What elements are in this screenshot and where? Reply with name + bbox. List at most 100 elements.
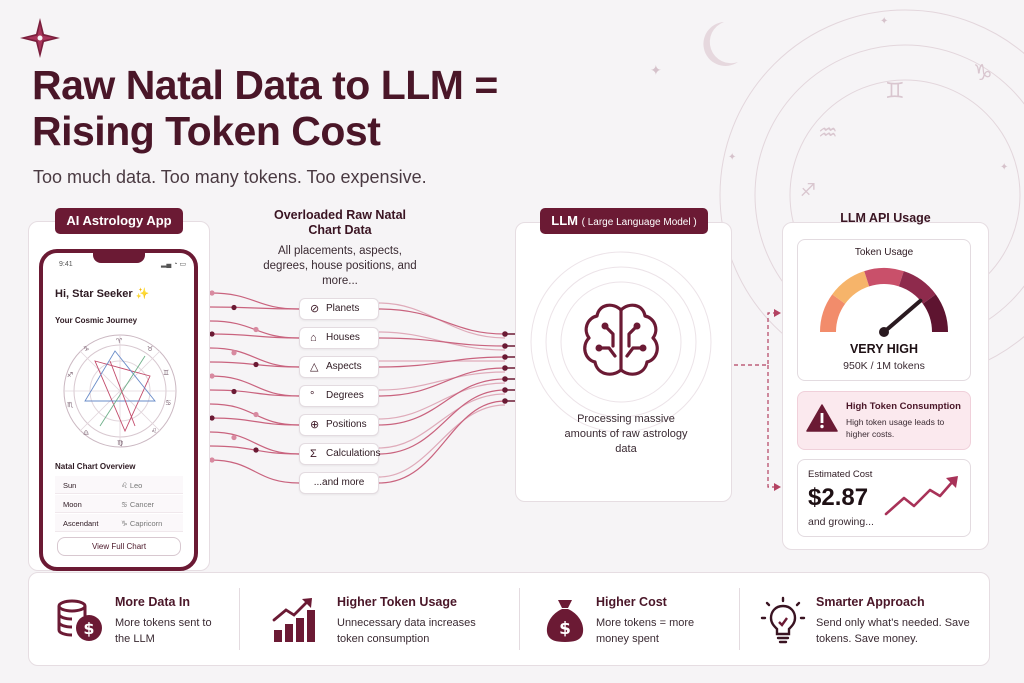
svg-text:✦: ✦: [650, 63, 662, 79]
bottom-title-2: Higher Token Usage: [337, 595, 457, 609]
gauge-segment: [832, 271, 870, 305]
flow-line: [209, 333, 300, 339]
phone-time: 9:41: [59, 261, 73, 268]
svg-text:♈: ♈: [116, 337, 123, 345]
flow-line: [378, 404, 506, 478]
bottom-title-3: Higher Cost: [596, 595, 667, 609]
flow-dot: [231, 350, 237, 356]
flow-dot: [231, 388, 237, 395]
lightbulb-icon: [760, 596, 806, 644]
flow-line: [209, 459, 300, 484]
gauge-segment: [898, 271, 936, 305]
overview-row-sun: Sun ♌ Leo: [55, 476, 183, 494]
flow-line: [209, 306, 300, 310]
flow-dot: [502, 331, 508, 337]
divider: [519, 588, 520, 650]
flow-dot: [502, 398, 508, 404]
flow-line: [209, 347, 300, 368]
raw-data-heading: Overloaded Raw Natal Chart Data: [274, 208, 406, 237]
token-gauge: [820, 268, 948, 337]
api-usage-heading: LLM API Usage: [840, 211, 931, 225]
svg-text:♑: ♑: [973, 61, 993, 86]
flow-line: [209, 445, 300, 455]
chip-planets[interactable]: ⊘ Planets: [299, 298, 379, 320]
flow-line: [209, 375, 300, 397]
flow-line: [378, 356, 506, 368]
bottom-summary-bar: [28, 572, 990, 666]
gauge-subtext: 950K / 1M tokens: [843, 360, 925, 372]
bottom-title-4: Smarter Approach: [816, 595, 925, 609]
chip-and-more[interactable]: ...and more: [299, 472, 379, 494]
token-usage-label: Token Usage: [854, 247, 914, 258]
journey-label: Your Cosmic Journey: [55, 316, 138, 325]
svg-text:$: $: [83, 619, 94, 638]
flow-dot: [253, 447, 259, 453]
flow-line: [378, 378, 506, 426]
flow-line: [209, 431, 300, 455]
phone-status-icons: ▂▄ ◔ ▭: [161, 261, 187, 268]
bottom-text-1: More tokens sent to the LLM: [115, 617, 212, 645]
app-label: AI Astrology App: [55, 208, 183, 234]
llm-card: [515, 222, 732, 502]
crosshair-icon: ⊕: [310, 419, 320, 431]
view-full-chart-button[interactable]: View Full Chart: [57, 537, 181, 556]
natal-chart-wheel[interactable]: ♈♉♊ ♋♌♍ ♎♏♐ ♑: [55, 331, 185, 451]
trend-up-icon: [884, 476, 958, 516]
chip-aspects[interactable]: △ Aspects: [299, 356, 379, 378]
svg-text:♐: ♐: [67, 371, 73, 379]
gauge-segment: [922, 294, 948, 333]
overview-row-moon: Moon ♋ Cancer: [55, 495, 183, 513]
cost-subtext: and growing...: [808, 516, 874, 528]
title-line-2: Rising Token Cost: [32, 108, 381, 154]
flow-line: [209, 403, 300, 426]
flow-line: [209, 320, 300, 339]
overview-label: Natal Chart Overview: [55, 462, 136, 471]
divider: [739, 588, 740, 650]
moon-icon: [703, 22, 738, 66]
bottom-title-1: More Data In: [115, 595, 191, 609]
flow-dot: [502, 365, 508, 371]
overview-row-ascendant: Ascendant ♑ Capricorn: [55, 514, 183, 532]
flow-dot: [209, 373, 215, 379]
sigma-icon: Σ: [310, 448, 317, 460]
svg-text:✦: ✦: [728, 152, 736, 163]
flow-line: [378, 337, 506, 347]
bottom-text-2: Unnecessary data increases token consump…: [337, 617, 476, 645]
flow-dot: [253, 326, 259, 333]
flow-line: [378, 389, 506, 455]
llm-label: LLM ( Large Language Model ): [540, 208, 708, 234]
estimated-cost-card: [797, 459, 971, 537]
svg-text:♑: ♑: [83, 345, 89, 353]
flow-dot: [231, 434, 237, 441]
cost-value: $2.87: [808, 484, 869, 511]
chip-houses[interactable]: ⌂ Houses: [299, 327, 379, 349]
coins-icon: $: [57, 599, 102, 641]
flow-line: [209, 292, 300, 310]
flow-dot: [209, 331, 215, 337]
divider: [239, 588, 240, 650]
chip-degrees[interactable]: ° Degrees: [299, 385, 379, 407]
dashed-connector-top: [734, 312, 778, 366]
gauge-segment: [864, 268, 904, 287]
raw-data-description: All placements, aspects, degrees, house …: [263, 245, 417, 287]
flow-dot: [253, 361, 259, 368]
bottom-text-4: Send only what's needed. Save tokens. Sa…: [816, 617, 970, 645]
svg-text:♐: ♐: [800, 180, 816, 201]
flow-dot: [209, 457, 215, 463]
svg-text:♉: ♉: [147, 345, 153, 353]
chip-calculations[interactable]: Σ Calculations: [299, 443, 380, 465]
phone-notch: [93, 253, 145, 263]
svg-text:♎: ♎: [83, 429, 89, 437]
bottom-text-3: More tokens = more money spent: [596, 617, 695, 645]
svg-text:♌: ♌: [151, 427, 157, 435]
svg-text:✦: ✦: [880, 16, 888, 27]
greeting: Hi, Star Seeker ✨: [55, 288, 150, 300]
svg-text:♋: ♋: [165, 399, 171, 407]
title-line-1: Raw Natal Data to LLM =: [32, 62, 498, 108]
phone-mockup: 9:41 ▂▄ ◔ ▭ Hi, Star Seeker ✨ Your Cosmi…: [39, 249, 198, 571]
warning-icon: [806, 404, 838, 432]
flow-line: [378, 400, 506, 484]
flow-dot: [209, 415, 215, 421]
chip-positions[interactable]: ⊕ Positions: [299, 414, 379, 436]
flow-dot: [231, 304, 237, 311]
